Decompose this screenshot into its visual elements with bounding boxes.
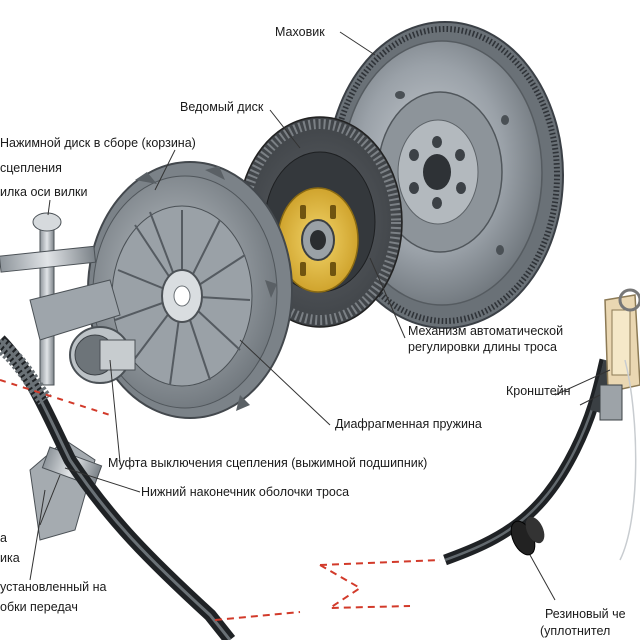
label-rubber-1: Резиновый че [545, 607, 626, 621]
label-installed-1: установленный на [0, 580, 107, 594]
label-clutch-fork: сцепления [0, 161, 62, 175]
label-diaphragm-spring: Диафрагменная пружина [335, 417, 482, 431]
label-auto-adjust-1: Механизм автоматической [408, 324, 564, 338]
label-release-bearing: Муфта выключения сцепления (выжимной под… [108, 456, 428, 470]
label-bracket: Кронштейн [506, 384, 571, 398]
label-driven-disc: Ведомый диск [180, 100, 264, 114]
leader-lines [29, 31, 611, 601]
pressure-plate [87, 161, 293, 419]
cable-break-marker [0, 379, 441, 621]
label-flywheel: Маховик [275, 25, 325, 39]
auto-adjust-mechanism [599, 288, 640, 561]
label-pressure-plate: Нажимной диск в сборе (корзина) [0, 136, 196, 150]
label-fork-axle: илка оси вилки [0, 185, 88, 199]
label-rubber-2: (уплотнител [540, 624, 611, 638]
label-left-cut-b: ика [0, 551, 20, 565]
label-installed-2: обки передач [0, 600, 78, 614]
label-lower-cable-tip: Нижний наконечник оболочки троса [141, 485, 350, 499]
label-auto-adjust-2: регулировки длины троса [408, 340, 557, 354]
label-left-cut-a: а [0, 531, 7, 545]
